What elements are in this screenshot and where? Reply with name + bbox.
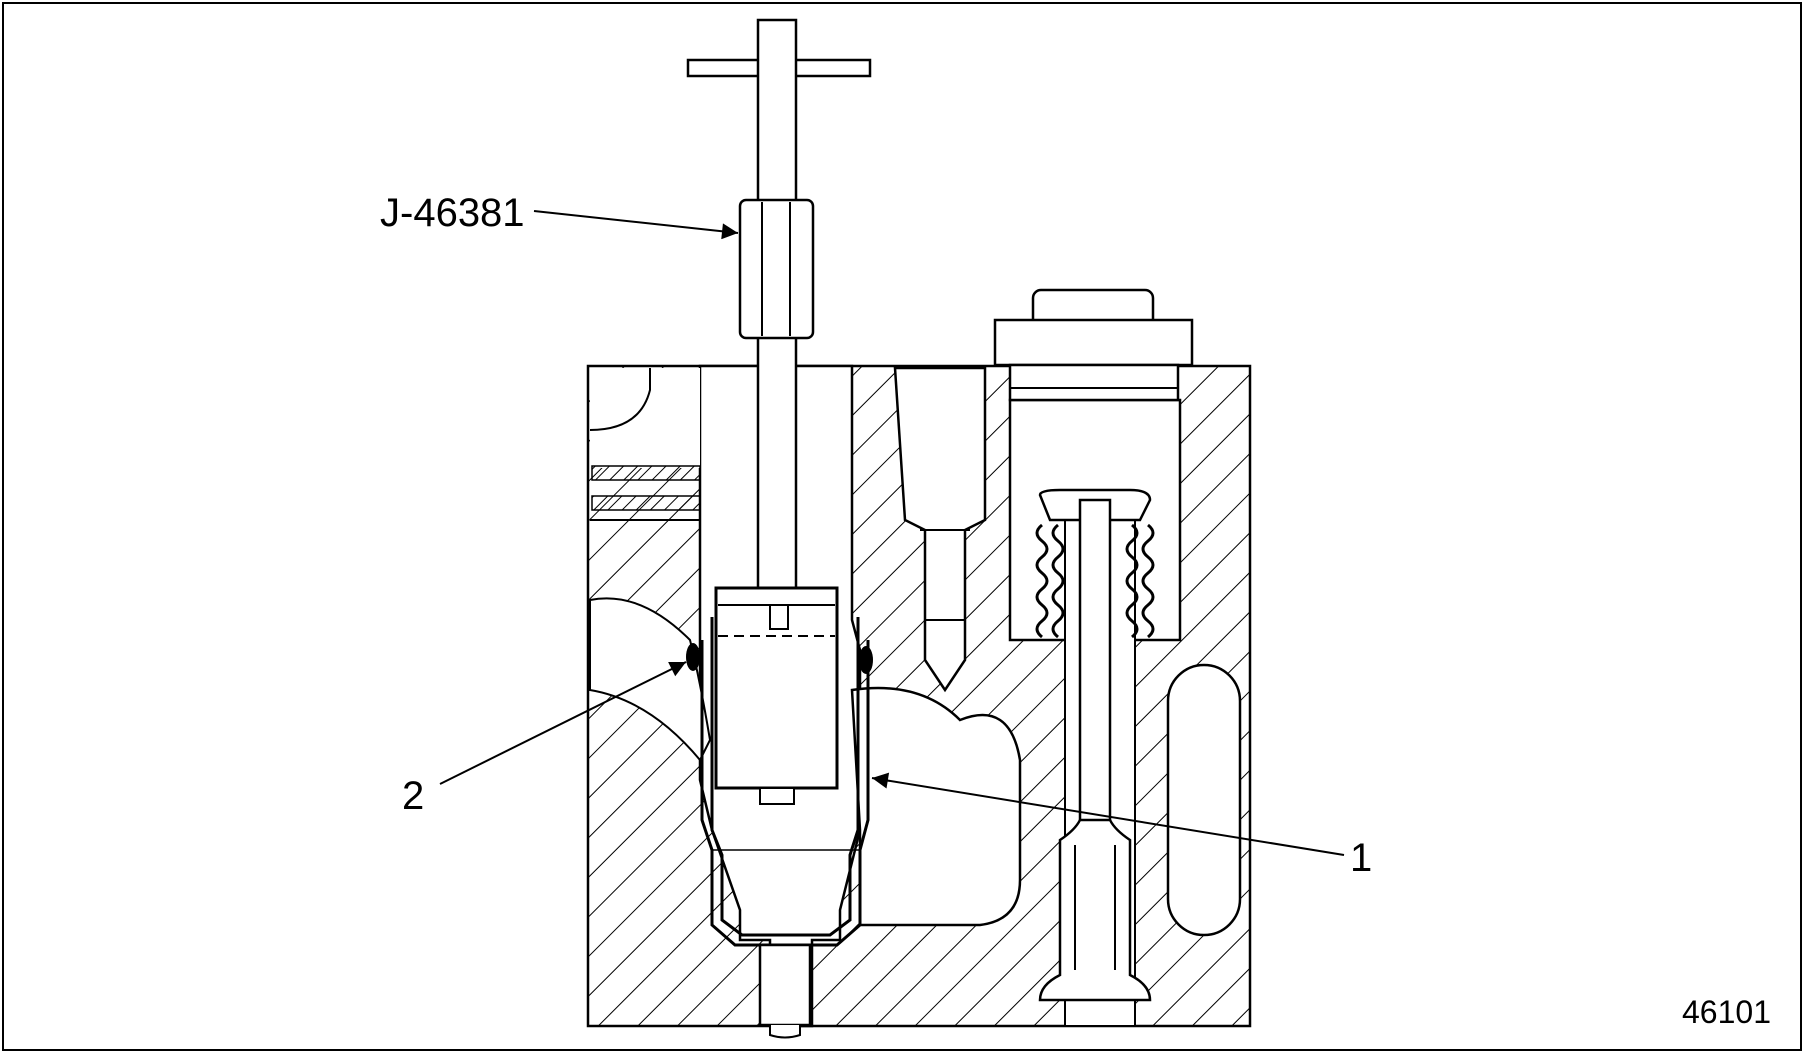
cylinder-head-block: [586, 364, 1252, 1028]
leader-tool: [533, 210, 739, 240]
j-46381-tool: [686, 18, 872, 805]
leader-item-1: [871, 772, 1345, 856]
item-2-callout-label: 2: [402, 774, 425, 818]
leader-item-2: [439, 661, 687, 785]
item-1-callout-label: 1: [1350, 836, 1373, 880]
tool-callout-label: J-46381: [380, 191, 525, 235]
o-ring-seals: [686, 643, 873, 674]
valve-assembly: [993, 288, 1194, 1002]
injector-sleeve: [700, 617, 870, 1039]
figure-number: 46101: [1682, 994, 1771, 1030]
